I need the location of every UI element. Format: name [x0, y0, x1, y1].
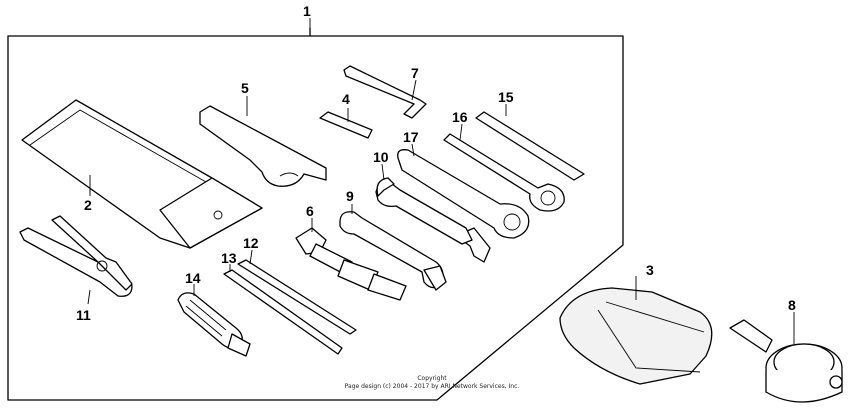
callout-10: 10 [373, 149, 389, 165]
callout-1: 1 [303, 3, 311, 19]
pliers [19, 215, 133, 297]
screwdriver-handle [177, 292, 251, 357]
screwdriver-blade-13 [223, 269, 343, 355]
callout-17: 17 [403, 129, 419, 145]
callout-labels: 1 2 3 4 5 6 7 8 9 10 11 12 13 14 15 16 1… [76, 3, 796, 323]
callout-8: 8 [788, 297, 796, 313]
screwdriver-blade-12 [237, 259, 357, 335]
callout-5: 5 [241, 80, 249, 96]
callout-12: 12 [243, 235, 259, 251]
hex-key [343, 65, 427, 119]
box-wrench [443, 133, 565, 212]
tool-kit-boundary [7, 27, 624, 401]
tool-bag [21, 99, 263, 249]
callout-11: 11 [76, 307, 91, 323]
pin-spanner [199, 105, 327, 187]
copyright-line-2: Page design (c) 2004 - 2017 by ARI Netwo… [344, 383, 520, 390]
copyright-line-1: Copyright [417, 375, 447, 382]
open-end-wrench-9 [339, 211, 447, 291]
tool-bag-cover [559, 287, 713, 385]
callout-14: 14 [185, 270, 201, 286]
callout-7: 7 [411, 65, 419, 81]
tire-pressure-gauge [729, 319, 843, 403]
callout-16: 16 [452, 109, 468, 125]
open-end-wrench-10 [375, 177, 473, 245]
callout-2: 2 [84, 197, 92, 213]
callout-4: 4 [342, 91, 350, 107]
callout-15: 15 [498, 89, 514, 105]
spark-plug-wrench [295, 227, 407, 301]
file-strip [475, 111, 585, 181]
copyright-notice: Copyright Page design (c) 2004 - 2017 by… [332, 375, 532, 391]
leader-lines [87, 18, 795, 344]
callout-13: 13 [221, 250, 237, 266]
callout-6: 6 [306, 203, 314, 219]
small-wrench [319, 111, 373, 139]
callout-9: 9 [346, 188, 354, 204]
callout-3: 3 [646, 262, 654, 278]
